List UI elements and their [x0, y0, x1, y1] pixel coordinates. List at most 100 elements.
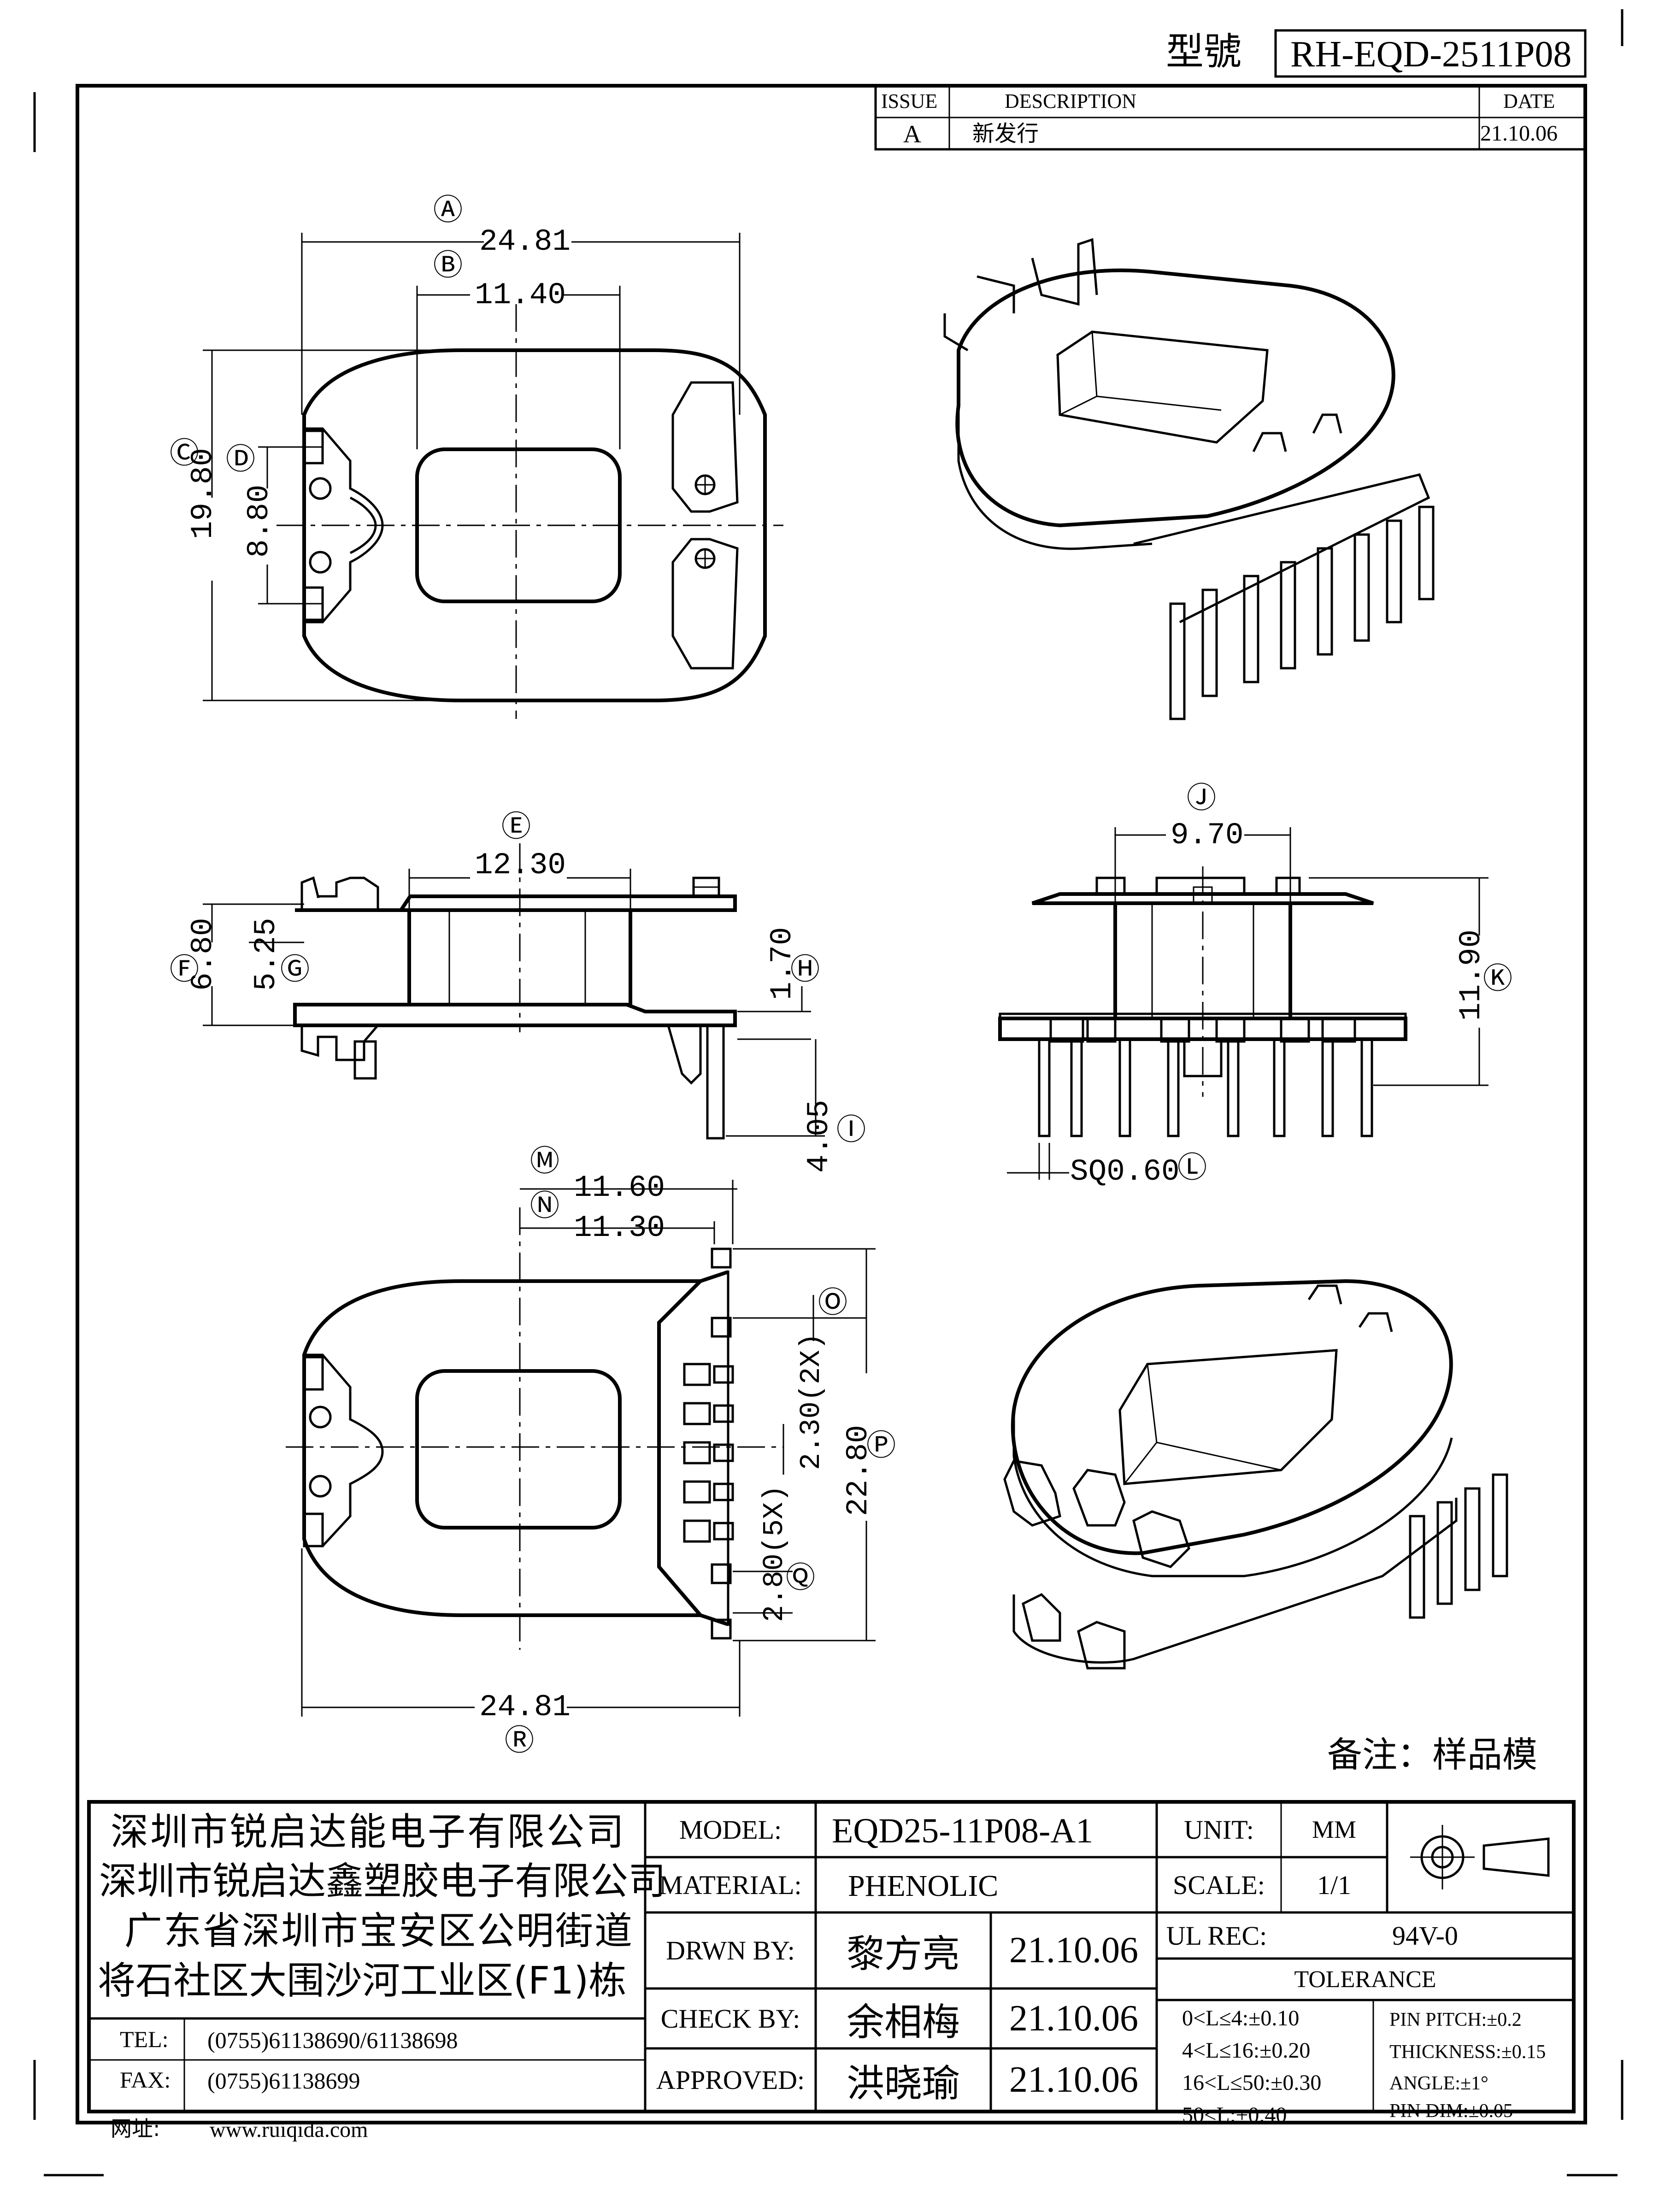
- dim-Q-letter: Ⓠ: [786, 1561, 815, 1594]
- dim-A-value: 24.81: [479, 224, 571, 259]
- dim-L-letter: Ⓛ: [1177, 1151, 1207, 1184]
- left-pin-hole: [309, 477, 332, 500]
- approved-label: APPROVED:: [656, 2065, 805, 2095]
- tolerance-length: 4<L≤16:±0.20: [1182, 2038, 1311, 2063]
- left-pin-hole: [309, 551, 332, 574]
- dim-E-value: 12.30: [475, 848, 566, 882]
- tel-value: (0755)61138690/61138698: [207, 2027, 458, 2053]
- dim-B-letter: Ⓑ: [433, 249, 463, 282]
- unit-label: UNIT:: [1184, 1814, 1254, 1845]
- fax-value: (0755)61138699: [207, 2068, 360, 2094]
- tolerance-length: 0<L≤4:±0.10: [1182, 2006, 1300, 2030]
- dim-I-letter: Ⓘ: [836, 1113, 866, 1146]
- pin: [1167, 1038, 1180, 1137]
- tolerance-length: 16<L≤50:±0.30: [1182, 2071, 1322, 2095]
- pin: [1070, 1038, 1083, 1137]
- dim-C-letter: Ⓒ: [170, 437, 199, 470]
- model-label: MODEL:: [679, 1814, 782, 1845]
- dim-J-letter: Ⓙ: [1187, 782, 1216, 814]
- dim-N-value: 11.30: [574, 1211, 665, 1245]
- company-line: 深圳市锐启达鑫塑胶电子有限公司: [99, 1859, 666, 1903]
- ul-label: UL REC:: [1166, 1920, 1267, 1951]
- note-sample-mold: 备注：样品模: [1327, 1734, 1537, 1775]
- tel-label: TEL:: [120, 2026, 169, 2052]
- approved-name: 洪晓瑜: [846, 2062, 960, 2106]
- material-value: PHENOLIC: [848, 1869, 999, 1903]
- pin: [1273, 1038, 1286, 1137]
- revision-col-description: DESCRIPTION: [1005, 90, 1137, 112]
- approved-date: 21.10.06: [1009, 2059, 1138, 2100]
- model-number-value: RH-EQD-2511P08: [1290, 34, 1572, 75]
- company-line: 深圳市锐启达能电子有限公司: [111, 1810, 626, 1854]
- dim-L-value: SQ0.60: [1070, 1154, 1180, 1189]
- dim-N-letter: Ⓝ: [530, 1189, 559, 1222]
- revision-issue: A: [903, 120, 921, 148]
- revision-description: 新发行: [972, 121, 1039, 147]
- drawn-label: DRWN BY:: [666, 1936, 795, 1965]
- dim-F-letter: Ⓕ: [170, 953, 199, 986]
- model-value: EQD25-11P08-A1: [832, 1812, 1094, 1850]
- dim-P-letter: Ⓟ: [866, 1429, 896, 1462]
- scale-label: SCALE:: [1173, 1870, 1265, 1900]
- bobbin-flange-outline: [302, 348, 767, 702]
- company-line: 广东省深圳市宝安区公明街道: [124, 1909, 634, 1953]
- pin: [1227, 1038, 1240, 1137]
- revision-col-date: DATE: [1503, 90, 1555, 112]
- tolerance-other: PIN DIM:±0.05: [1389, 2100, 1513, 2122]
- scale-value: 1/1: [1317, 1870, 1352, 1900]
- dim-M-value: 11.60: [574, 1171, 665, 1205]
- website-value: www.ruiqida.com: [210, 2118, 368, 2142]
- core-window: [1118, 1349, 1338, 1485]
- dim-E-letter: Ⓔ: [501, 810, 531, 843]
- dim-B-value: 11.40: [475, 278, 566, 312]
- pin: [1038, 1038, 1051, 1137]
- left-post-bottom: [300, 1024, 379, 1061]
- ul-value: 94V-0: [1392, 1920, 1458, 1951]
- pin-row: [683, 1247, 734, 1640]
- post: [1095, 877, 1126, 894]
- pin: [1360, 1038, 1373, 1137]
- check-name: 余相梅: [846, 2000, 960, 2044]
- right-pin-shoulder: [667, 1025, 702, 1085]
- check-label: CHECK BY:: [660, 2003, 800, 2034]
- dim-R-value: 24.81: [479, 1690, 571, 1724]
- tolerance-other: PIN PITCH:±0.2: [1389, 2009, 1522, 2030]
- left-post-top: [300, 876, 379, 910]
- left-clip-outline: [304, 1353, 384, 1547]
- drawn-date: 21.10.06: [1009, 1930, 1138, 1971]
- core-window: [415, 1369, 622, 1530]
- pin: [1118, 1038, 1131, 1137]
- post: [1155, 877, 1246, 894]
- revision-date: 21.10.06: [1480, 121, 1558, 146]
- drawn-name: 黎方亮: [846, 1932, 960, 1976]
- dim-R-letter: Ⓡ: [505, 1724, 534, 1757]
- pin: [1321, 1038, 1334, 1137]
- website-label: 网址:: [111, 2116, 160, 2141]
- right-clip-upper: [671, 381, 739, 513]
- dim-D-letter: Ⓓ: [226, 443, 255, 476]
- right-pin: [706, 1024, 725, 1140]
- tolerance-title: TOLERANCE: [1294, 1966, 1436, 1993]
- tolerance-other: ANGLE:±1°: [1389, 2073, 1488, 2094]
- fax-label: FAX:: [120, 2067, 171, 2093]
- projection-symbol-icon: [1410, 1825, 1550, 1889]
- post: [1275, 877, 1301, 894]
- right-clip-lower: [671, 538, 739, 670]
- dim-A-letter: Ⓐ: [433, 194, 463, 226]
- dim-G-letter: Ⓖ: [280, 953, 310, 986]
- tolerance-other: THICKNESS:±0.15: [1389, 2041, 1546, 2063]
- model-number-label: 型號: [1166, 30, 1242, 74]
- unit-value: MM: [1312, 1816, 1357, 1843]
- material-label: MATERIAL:: [659, 1870, 802, 1900]
- dim-J-value: 9.70: [1171, 818, 1244, 853]
- dim-K-letter: Ⓚ: [1483, 962, 1512, 995]
- company-line: 将石社区大围沙河工业区(F1)栋: [98, 1959, 627, 2003]
- dim-O-letter: Ⓞ: [818, 1286, 847, 1319]
